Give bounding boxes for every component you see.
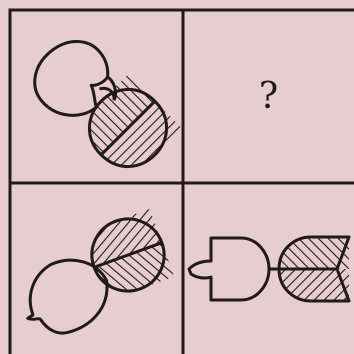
cell-bottom-left <box>10 183 183 354</box>
cell-top-left <box>10 10 183 183</box>
hatched-leaf <box>279 237 349 301</box>
cell-bottom-right <box>183 183 354 354</box>
hatched-leaf <box>74 74 181 181</box>
hatched-leaf <box>82 209 174 301</box>
question-mark: ? <box>183 10 354 183</box>
cell-top-right: ? <box>183 10 354 183</box>
tulip-shape <box>189 238 269 300</box>
